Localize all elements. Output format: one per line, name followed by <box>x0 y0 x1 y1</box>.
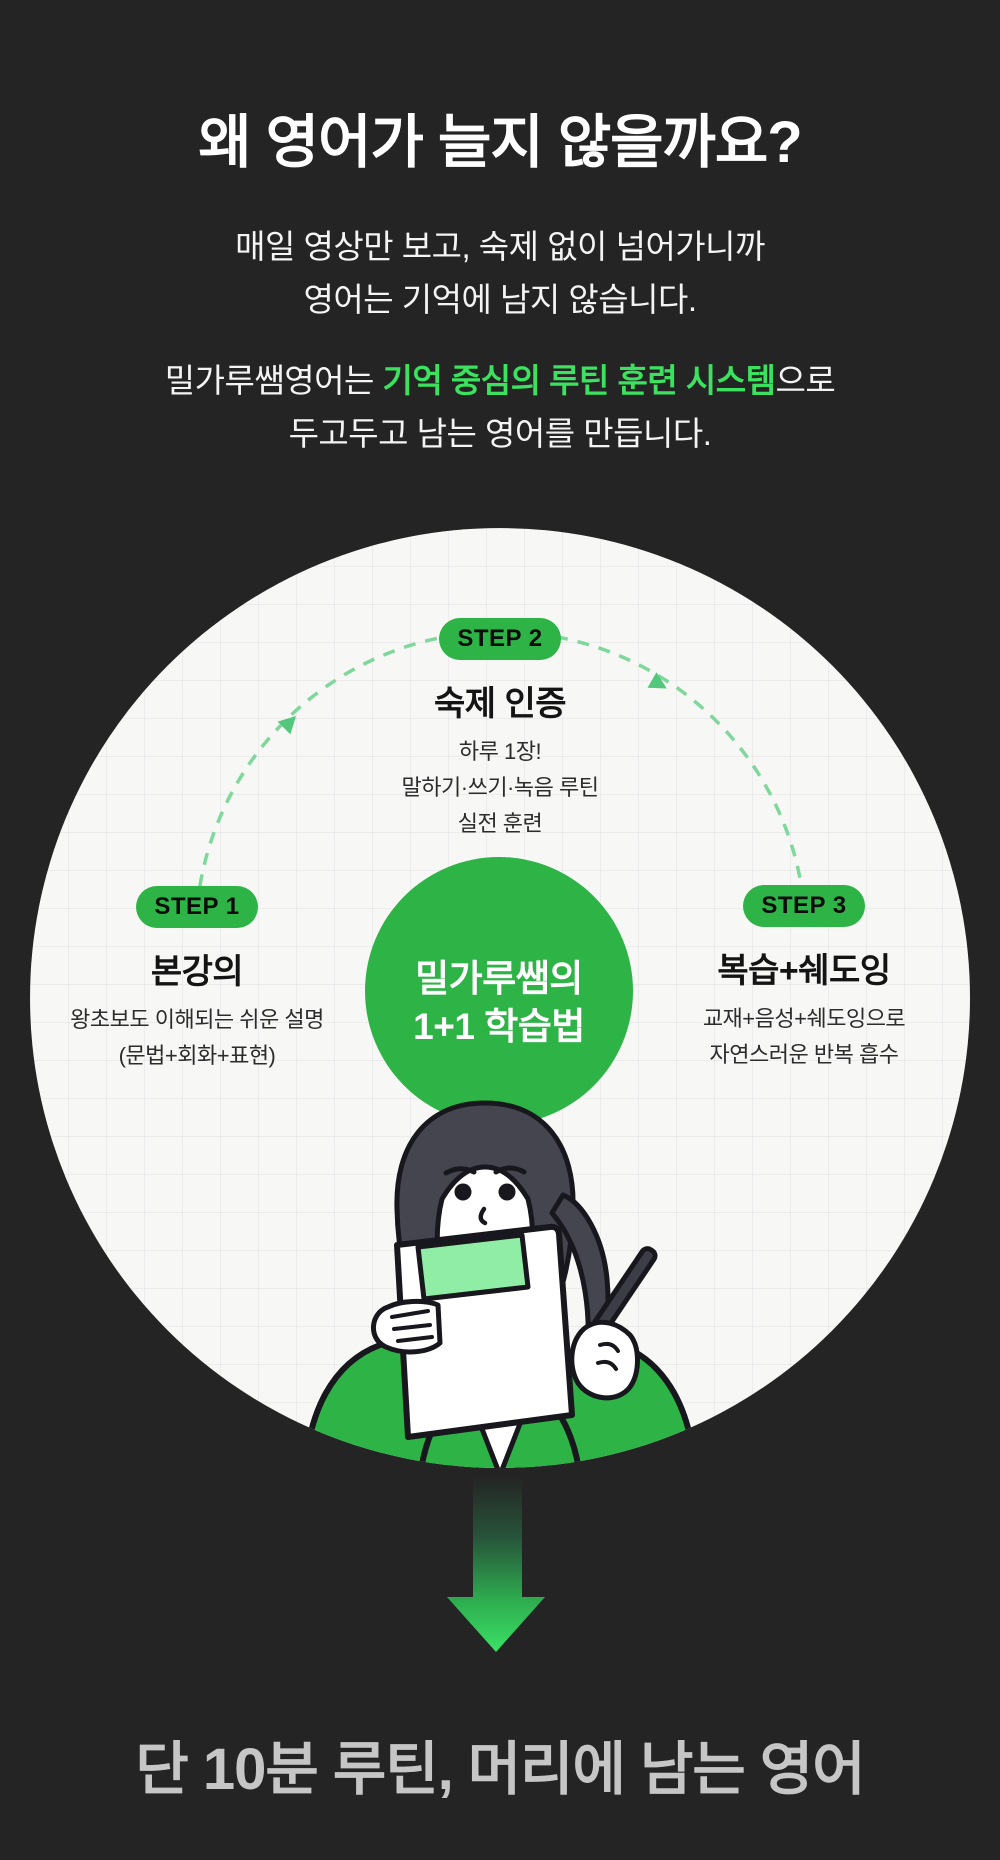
center-method-circle: 밀가루쌤의 1+1 학습법 <box>365 857 633 1125</box>
page-title: 왜 영어가 늘지 않을까요? <box>198 110 802 175</box>
step-1-block: STEP 1 본강의 왕초보도 이해되는 쉬운 설명 (문법+회화+표현) <box>32 886 362 1074</box>
intro-line-4: 두고두고 남는 영어를 만듭니다. <box>288 415 712 452</box>
center-method-text: 밀가루쌤의 1+1 학습법 <box>413 955 585 1051</box>
cycle-arrowhead-left <box>277 715 297 735</box>
step-3-description: 교재+음성+쉐도잉으로 자연스러운 반복 흡수 <box>639 1001 969 1073</box>
step-2-description: 하루 1장! 말하기·쓰기·녹음 루틴 실전 훈련 <box>200 734 800 842</box>
intro-line-3-suffix: 으로 <box>775 362 836 399</box>
step-1-line-1: 왕초보도 이해되는 쉬운 설명 <box>70 1007 324 1032</box>
step-2-line-2: 말하기·쓰기·녹음 루틴 <box>401 775 599 800</box>
cycle-arrowhead-right <box>647 672 667 689</box>
teacher-illustration <box>302 1100 698 1468</box>
center-method-line-2: 1+1 학습법 <box>413 1006 585 1047</box>
step-1-badge: STEP 1 <box>136 886 258 928</box>
step-1-description: 왕초보도 이해되는 쉬운 설명 (문법+회화+표현) <box>32 1002 362 1074</box>
step-2-line-3: 실전 훈련 <box>457 811 543 836</box>
step-3-badge: STEP 3 <box>743 885 865 927</box>
intro-line-3-highlight: 기억 중심의 루틴 훈련 시스템 <box>382 362 776 399</box>
intro-line-2: 영어는 기억에 남지 않습니다. <box>303 281 698 318</box>
step-3-line-2: 자연스러운 반복 흡수 <box>709 1042 899 1067</box>
routine-diagram-circle: 밀가루쌤의 1+1 학습법 STEP 2 숙제 인증 하루 1장! 말하기·쓰기… <box>30 528 970 1468</box>
step-2-line-1: 하루 1장! <box>458 739 542 764</box>
intro-line-1: 매일 영상만 보고, 숙제 없이 넘어가니까 <box>235 228 765 265</box>
intro-paragraph-2: 밀가루쌤영어는 기억 중심의 루틴 훈련 시스템으로 두고두고 남는 영어를 만… <box>0 354 1000 460</box>
intro-paragraph-1: 매일 영상만 보고, 숙제 없이 넘어가니까 영어는 기억에 남지 않습니다. <box>0 220 1000 326</box>
step-2-title: 숙제 인증 <box>433 685 567 723</box>
step-2-badge: STEP 2 <box>439 618 561 660</box>
step-3-block: STEP 3 복습+쉐도잉 교재+음성+쉐도잉으로 자연스러운 반복 흡수 <box>639 885 969 1073</box>
step-2-block: STEP 2 숙제 인증 하루 1장! 말하기·쓰기·녹음 루틴 실전 훈련 <box>200 618 800 842</box>
step-1-line-2: (문법+회화+표현) <box>118 1043 276 1068</box>
outro-headline: 단 10분 루틴, 머리에 남는 영어 <box>135 1737 865 1802</box>
center-method-line-1: 밀가루쌤의 <box>415 958 583 999</box>
intro-line-3-prefix: 밀가루쌤영어는 <box>164 362 383 399</box>
step-3-line-1: 교재+음성+쉐도잉으로 <box>702 1006 906 1031</box>
intro-line-3: 밀가루쌤영어는 기억 중심의 루틴 훈련 시스템으로 <box>0 354 1000 407</box>
down-arrow-icon <box>447 1476 545 1652</box>
step-3-title: 복습+쉐도잉 <box>717 952 891 990</box>
notebook-label <box>415 1232 531 1302</box>
step-1-title: 본강의 <box>150 953 244 991</box>
